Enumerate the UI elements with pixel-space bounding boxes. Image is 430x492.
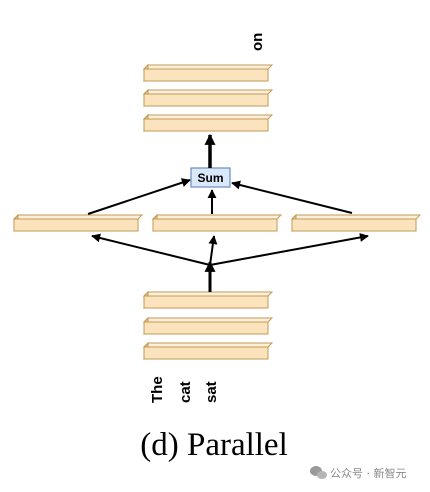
- output-block-1: [142, 63, 274, 83]
- input-block-1: [142, 290, 274, 310]
- parallel-block-left: [12, 213, 144, 233]
- watermark-text: 公众号 · 新智元: [330, 466, 407, 480]
- output-block-2: [142, 88, 274, 108]
- output-layer-stack: [142, 63, 274, 133]
- input-block-3: [142, 341, 274, 361]
- input-to-parallel-arrows: [91, 233, 369, 292]
- figure-caption: (d) Parallel: [140, 427, 288, 463]
- arrow-right-to-sum: [231, 180, 353, 214]
- arrow-to-right-block: [209, 233, 369, 266]
- parallel-to-sum-arrows: [87, 178, 353, 215]
- input-token-2: cat: [177, 381, 194, 403]
- arrow-left-to-sum: [87, 178, 191, 215]
- parallel-layer: [12, 213, 422, 233]
- output-token: on: [249, 33, 266, 51]
- sum-node: Sum: [190, 167, 231, 188]
- wechat-icon: [310, 466, 327, 479]
- arrow-to-center-block: [208, 235, 218, 266]
- watermark: 公众号 · 新智元: [310, 466, 407, 480]
- input-token-3: sat: [203, 381, 220, 403]
- sum-label: Sum: [197, 171, 223, 185]
- input-block-2: [142, 316, 274, 336]
- arrow-to-left-block: [91, 233, 211, 266]
- input-tokens: The cat sat: [149, 376, 220, 403]
- input-layer-stack: [142, 290, 274, 361]
- parallel-block-center: [151, 213, 283, 233]
- output-block-3: [142, 113, 274, 133]
- parallel-block-right: [290, 213, 422, 233]
- input-token-1: The: [149, 376, 166, 403]
